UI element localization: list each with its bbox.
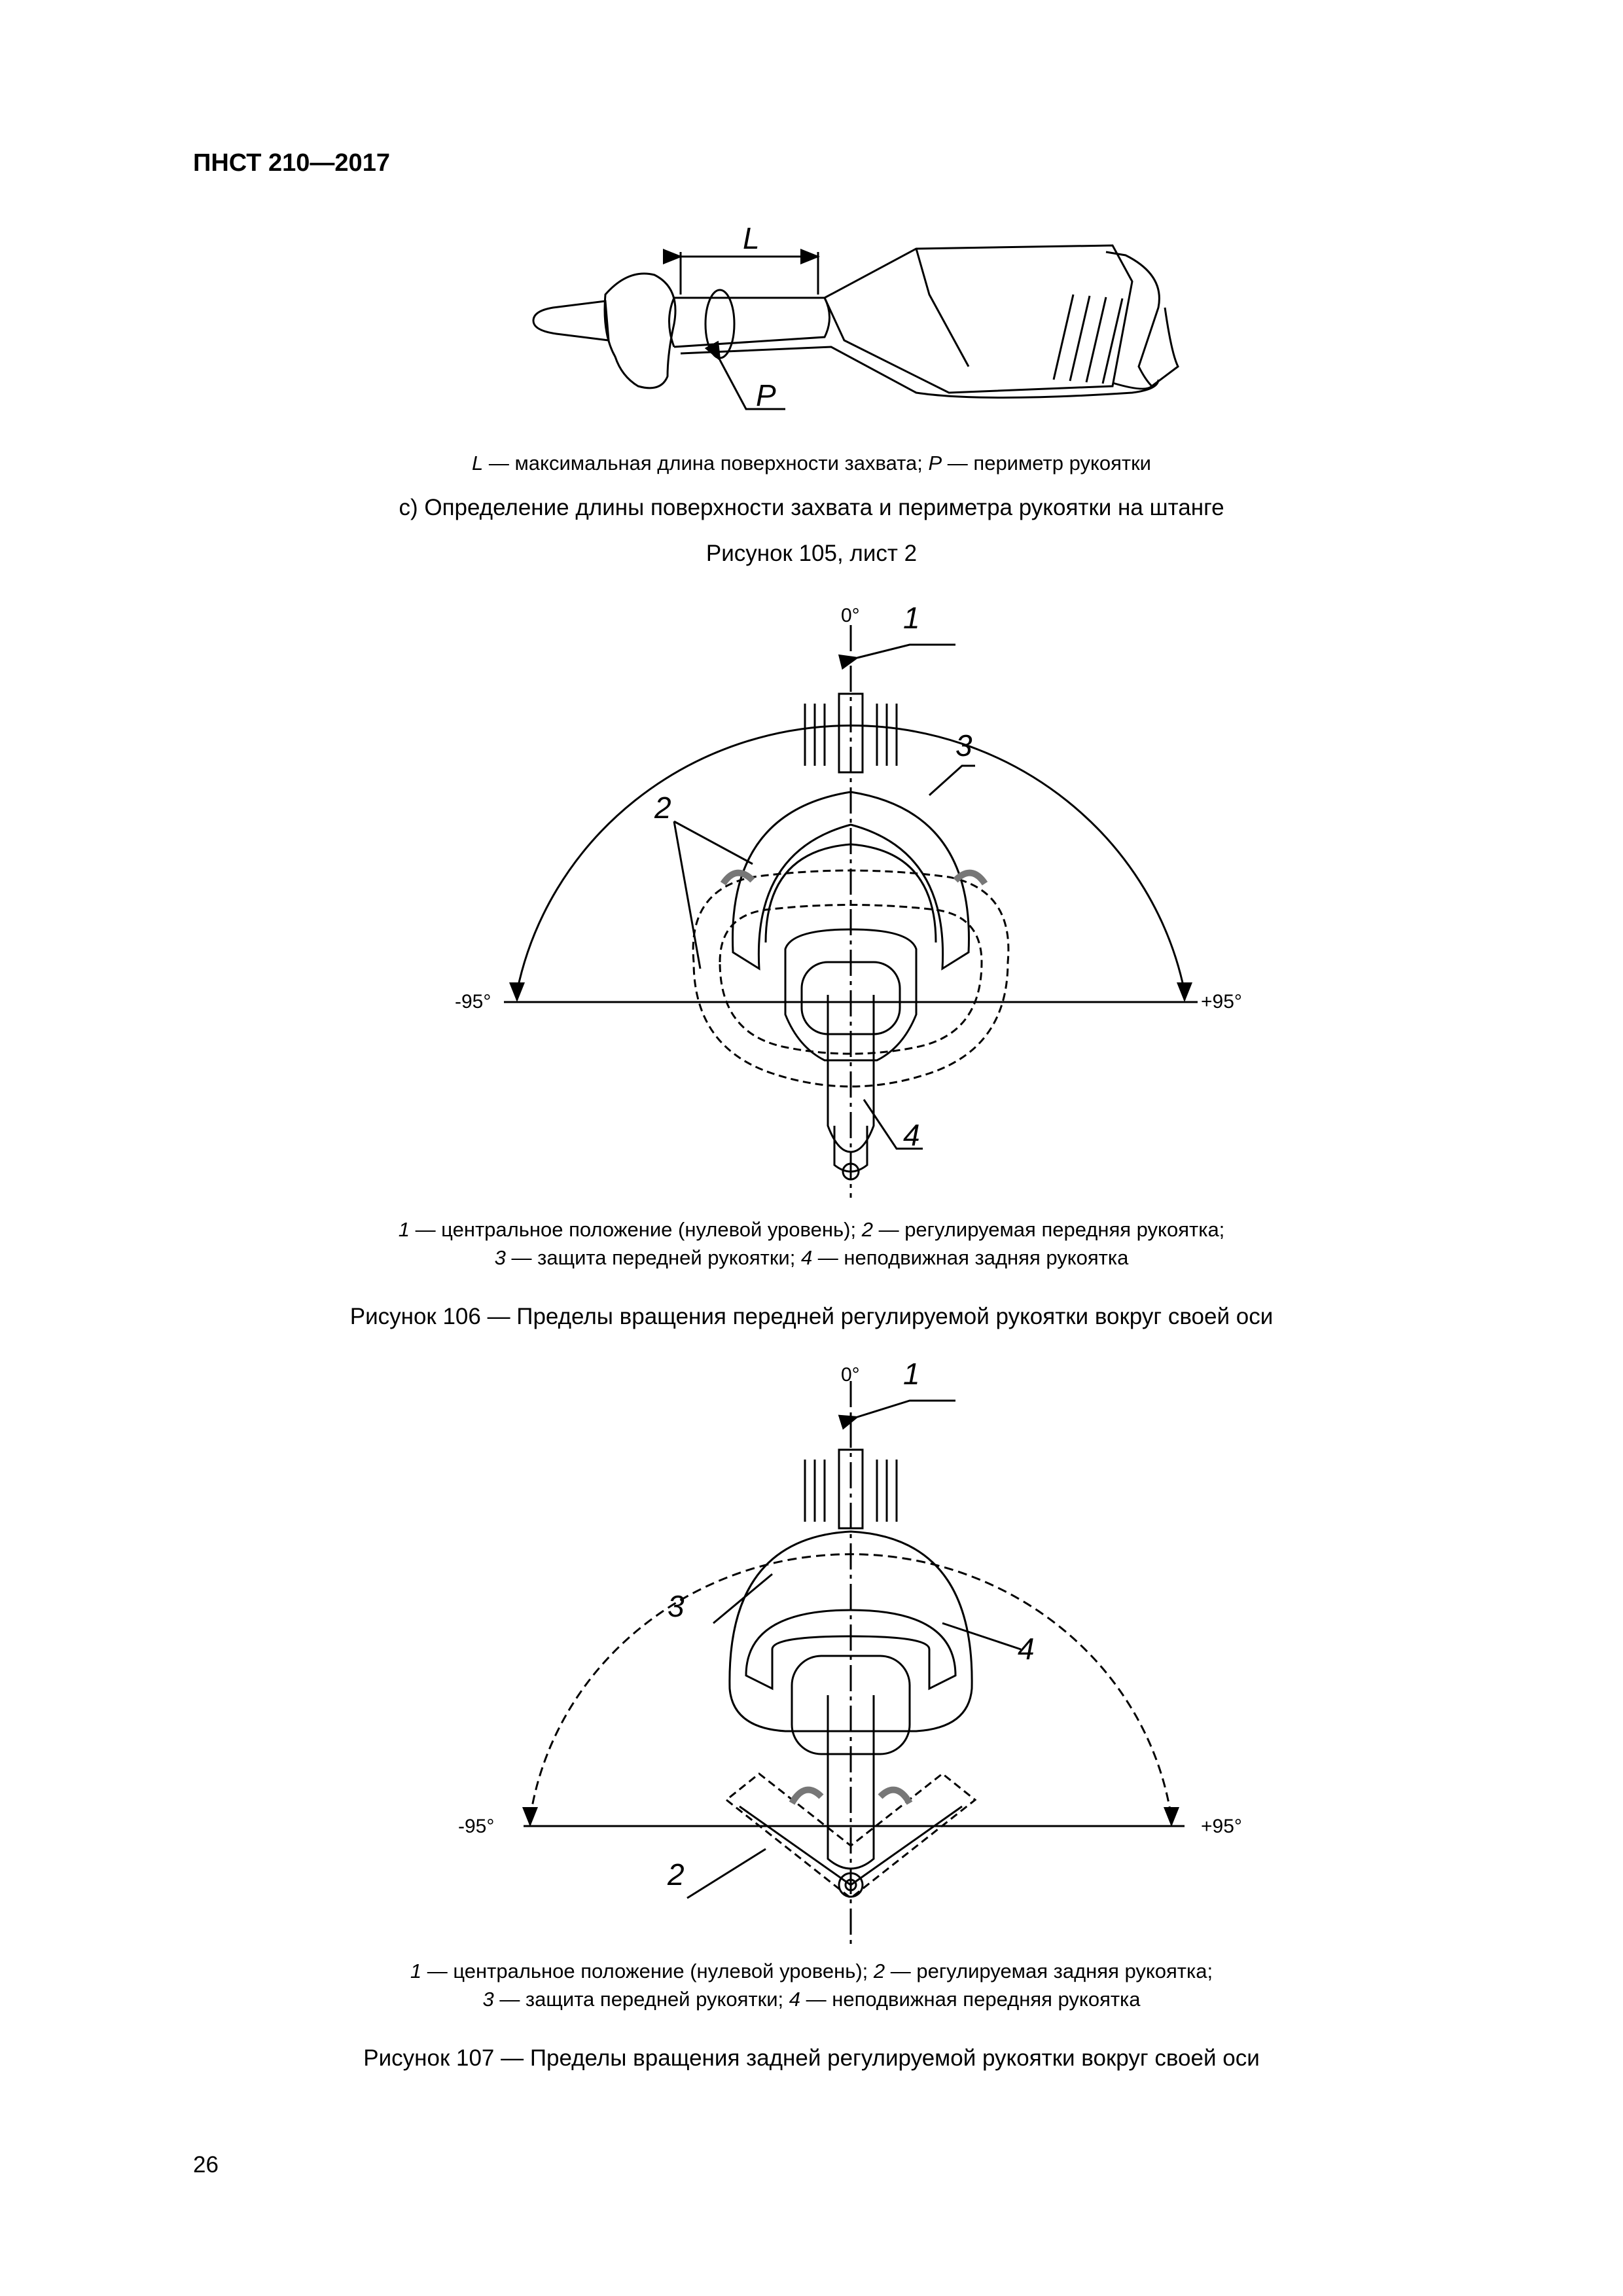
fig106-angle-minus: -95° xyxy=(455,991,491,1013)
fig106-angle-zero: 0° xyxy=(841,605,860,626)
fig107-callout-2: 2 xyxy=(667,1857,685,1892)
fig107-callout-1: 1 xyxy=(903,1357,920,1391)
fig106-drawing xyxy=(504,625,1198,1198)
fig107-callout-3: 3 xyxy=(668,1589,685,1623)
fig106-callout-4: 4 xyxy=(903,1118,920,1152)
fig105-label-L: L xyxy=(743,221,760,255)
fig107-angle-plus: +95° xyxy=(1201,1816,1242,1837)
fig107-legend-line2: 3 — защита передней рукоятки; 4 — неподв… xyxy=(482,1988,1141,2011)
fig105-drawing xyxy=(532,244,1179,410)
fig107-drawing xyxy=(522,1381,1185,1944)
fig106-angle-plus: +95° xyxy=(1201,991,1242,1013)
fig106-callout-2: 2 xyxy=(654,791,671,825)
fig106-legend-line2: 3 — защита передней рукоятки; 4 — неподв… xyxy=(494,1246,1129,1269)
fig107-legend-line1: 1 — центральное положение (нулевой урове… xyxy=(410,1960,1213,1982)
fig107-callout-4: 4 xyxy=(1018,1632,1035,1666)
document-id: ПНСТ 210—2017 xyxy=(193,149,390,177)
fig105-subcaption: с) Определение длины поверхности захвата… xyxy=(399,495,1224,520)
fig107-angle-zero: 0° xyxy=(841,1364,860,1386)
fig105-legend: L — максимальная длина поверхности захва… xyxy=(472,452,1151,475)
fig106-callout-3: 3 xyxy=(955,728,972,762)
fig107-angle-minus: -95° xyxy=(458,1816,494,1837)
fig105-label-P: P xyxy=(756,378,776,412)
fig106-callout-1: 1 xyxy=(903,601,920,635)
fig106-legend-line1: 1 — центральное положение (нулевой урове… xyxy=(398,1218,1225,1241)
fig106-caption: Рисунок 106 — Пределы вращения передней … xyxy=(349,1304,1274,1329)
page-number: 26 xyxy=(193,2152,219,2178)
fig105-caption: Рисунок 105, лист 2 xyxy=(705,541,918,566)
fig107-caption: Рисунок 107 — Пределы вращения задней ре… xyxy=(363,2045,1260,2071)
